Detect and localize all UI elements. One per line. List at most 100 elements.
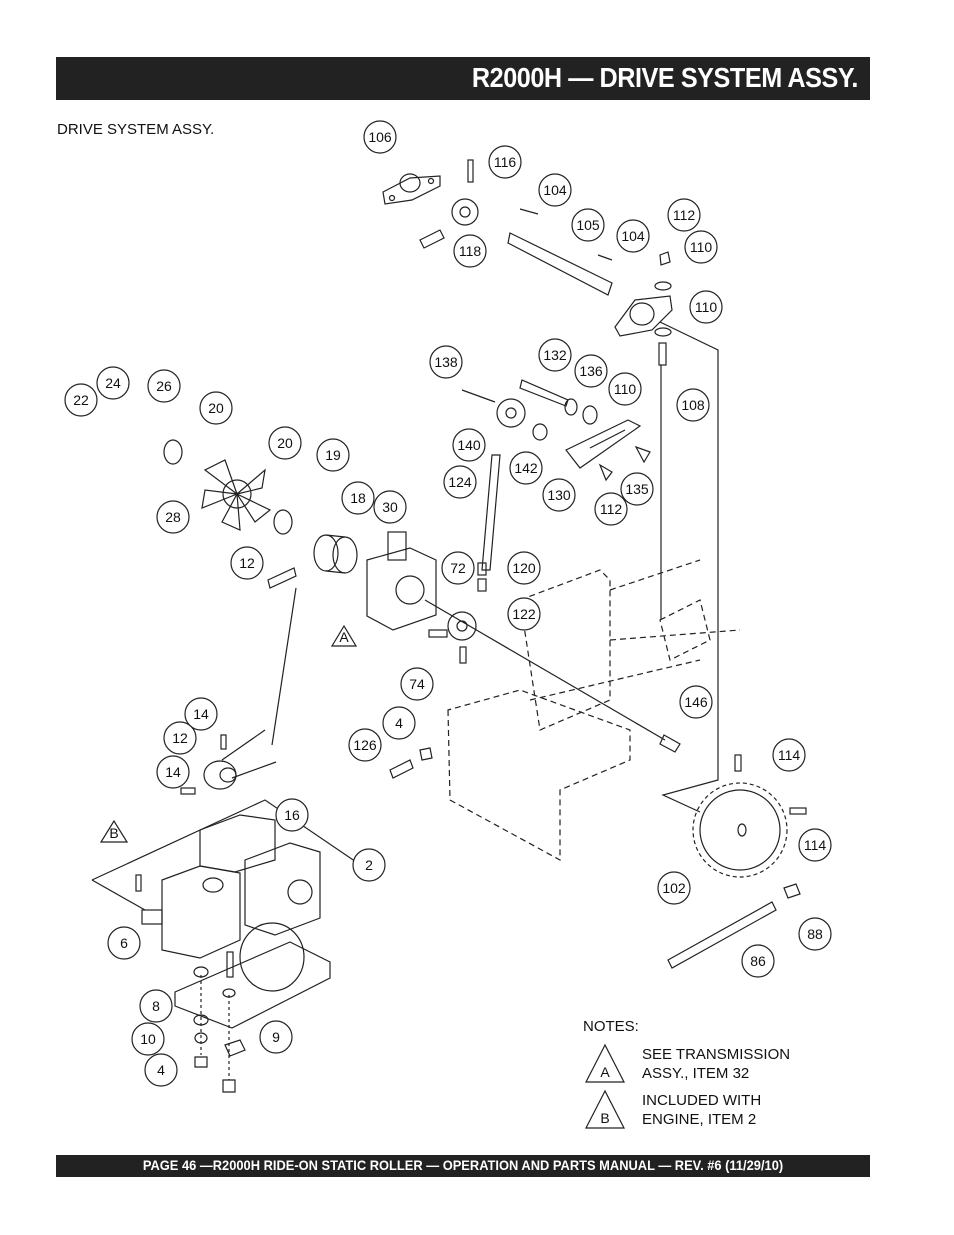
callout-circle-124 [443, 465, 477, 499]
note-letter-a: A [600, 1064, 610, 1080]
callout-circle-28 [156, 500, 190, 534]
note-triangle-a [585, 1043, 625, 1083]
callout-circle-19 [316, 438, 350, 472]
callout-label-86: 86 [750, 953, 766, 969]
callout-label-118: 118 [459, 243, 482, 259]
callout-label-8: 8 [152, 998, 160, 1014]
triangle-letter-a: A [339, 629, 349, 645]
callout-circle-122 [507, 597, 541, 631]
callout-label-20: 20 [208, 400, 224, 416]
header-bar: R2000H — DRIVE SYSTEM ASSY. [56, 57, 870, 100]
callout-circle-2 [352, 848, 386, 882]
callout-label-26: 26 [156, 378, 172, 394]
callout-label-12: 12 [172, 730, 188, 746]
triangle-marker-a [330, 624, 358, 647]
note-a-text: SEE TRANSMISSION ASSY., ITEM 32 [642, 1046, 791, 1082]
callout-label-18: 18 [350, 490, 366, 506]
callout-label-108: 108 [681, 397, 705, 413]
callout-circle-12 [163, 721, 197, 755]
shaft-105 [507, 208, 613, 296]
callout-label-110: 110 [690, 239, 713, 255]
callout-circle-126 [348, 728, 382, 762]
sprocket-102 [692, 754, 807, 878]
note-triangle-b [585, 1089, 625, 1129]
setscrew-12 [267, 567, 297, 589]
callout-circle-88 [798, 917, 832, 951]
callout-circle-18 [341, 481, 375, 515]
bracket-130 [565, 419, 651, 482]
callout-circle-118 [453, 234, 487, 268]
callout-circle-14 [184, 697, 218, 731]
callout-label-20: 20 [277, 435, 293, 451]
fan-28 [201, 459, 272, 531]
callout-circle-114 [798, 828, 832, 862]
callout-circle-106 [363, 120, 397, 154]
callout-label-4: 4 [395, 715, 403, 731]
callout-circle-114 [772, 738, 806, 772]
callout-circle-26 [147, 369, 181, 403]
callout-circle-6 [107, 926, 141, 960]
sprocket-116 [451, 159, 479, 226]
sprocket-72 [428, 611, 477, 664]
callout-label-126: 126 [353, 737, 377, 753]
callout-label-138: 138 [434, 354, 458, 370]
callout-circle-12 [230, 546, 264, 580]
callout-label-14: 14 [165, 764, 181, 780]
callout-label-22: 22 [73, 392, 89, 408]
callout-label-124: 124 [448, 474, 472, 490]
diagram-subtitle: DRIVE SYSTEM ASSY. [57, 121, 215, 138]
triangle-marker-b [99, 819, 129, 843]
callout-label-28: 28 [165, 509, 181, 525]
callout-circle-146 [679, 685, 713, 719]
footer-bar: PAGE 46 —R2000H RIDE-ON STATIC ROLLER — … [56, 1155, 870, 1177]
callout-circle-105 [571, 208, 605, 242]
callout-circle-102 [657, 871, 691, 905]
callout-label-104: 104 [543, 182, 567, 198]
callout-label-116: 116 [494, 154, 517, 170]
callout-label-120: 120 [512, 560, 536, 576]
engine-2 [135, 814, 331, 1029]
callout-circle-86 [741, 944, 775, 978]
callout-circle-10 [131, 1022, 165, 1056]
callout-label-112: 112 [600, 501, 623, 517]
callout-circle-135 [620, 472, 654, 506]
callout-circle-30 [373, 490, 407, 524]
pillow-block-right [614, 251, 673, 366]
callout-circle-14 [156, 755, 190, 789]
callout-circle-20 [199, 391, 233, 425]
callout-label-4: 4 [157, 1062, 165, 1078]
notes-title: NOTES: [583, 1018, 639, 1035]
callout-circle-120 [507, 551, 541, 585]
callout-label-88: 88 [807, 926, 823, 942]
callout-label-74: 74 [409, 676, 425, 692]
callout-label-146: 146 [684, 694, 708, 710]
callout-circle-16 [275, 798, 309, 832]
callout-circle-72 [441, 551, 475, 585]
callout-circle-140 [452, 428, 486, 462]
callout-circle-110 [684, 230, 718, 264]
callout-label-136: 136 [579, 363, 603, 379]
callout-label-30: 30 [382, 499, 398, 515]
pulley-18 [313, 534, 358, 574]
callout-label-72: 72 [450, 560, 466, 576]
footer-text: PAGE 46 —R2000H RIDE-ON STATIC ROLLER — … [142, 1157, 784, 1173]
hub-20 [163, 439, 293, 535]
callout-circle-104 [616, 219, 650, 253]
callout-label-2: 2 [365, 857, 373, 873]
engine-hardware [193, 966, 246, 1093]
callout-circle-22 [64, 383, 98, 417]
callout-label-6: 6 [120, 935, 128, 951]
callout-circle-110 [608, 372, 642, 406]
callout-label-140: 140 [457, 437, 481, 453]
nut-4-and-126 [389, 747, 433, 779]
callout-circle-8 [139, 989, 173, 1023]
note-b-text: INCLUDED WITH ENGINE, ITEM 2 [642, 1092, 762, 1128]
callout-label-110: 110 [614, 381, 637, 397]
leader-lines [91, 321, 719, 911]
callout-label-130: 130 [547, 487, 571, 503]
callout-label-135: 135 [625, 481, 649, 497]
callout-label-10: 10 [140, 1031, 156, 1047]
callout-label-12: 12 [239, 555, 255, 571]
